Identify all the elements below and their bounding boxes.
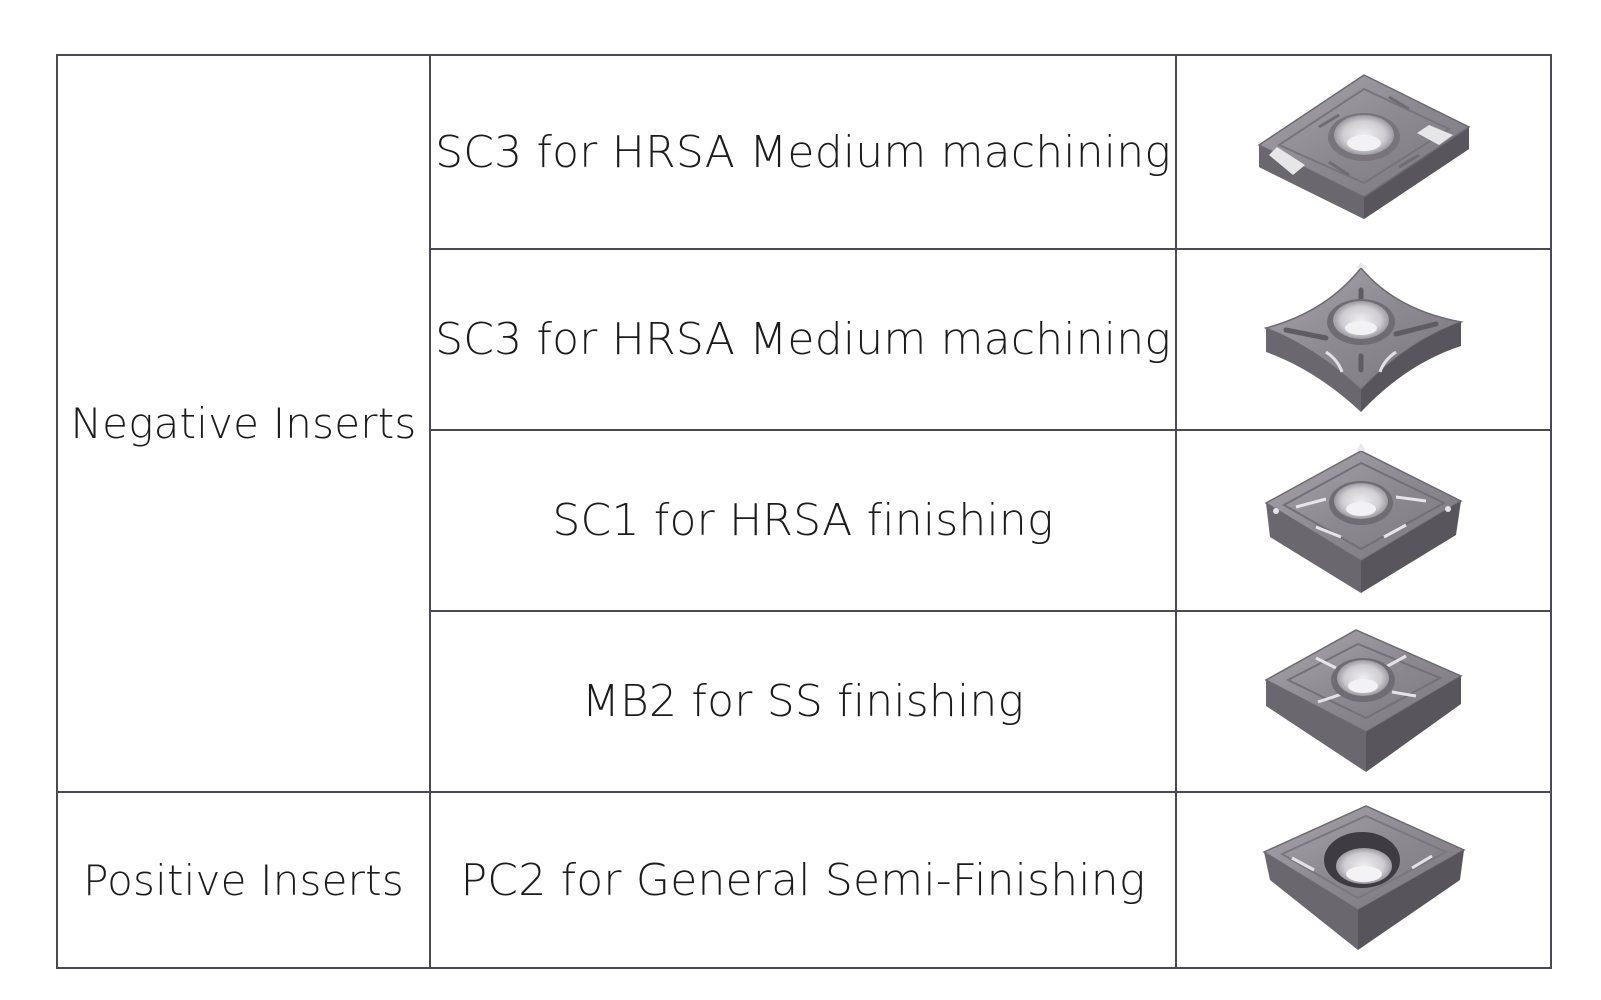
description-cell: MB2 for SS finishing [429,610,1177,794]
image-cell [1175,429,1552,613]
description-label: SC3 for HRSA Medium machining [435,314,1171,366]
image-cell [1175,610,1552,794]
description-cell: SC1 for HRSA finishing [429,429,1177,613]
description-cell: SC3 for HRSA Medium machining [429,53,1177,251]
table-row: Positive Inserts PC2 for General Semi-Fi… [56,791,1552,969]
table-row: MB2 for SS finishing [57,610,1552,794]
category-cell-positive: Positive Inserts [56,791,431,969]
image-cell [1175,53,1552,251]
image-cell [1175,248,1552,432]
square-insert-sc1-icon [1264,442,1463,593]
description-label: SC3 for HRSA Medium machining [435,126,1171,178]
description-label: MB2 for SS finishing [581,676,1025,728]
square-insert-mb2-icon [1264,628,1463,772]
square-insert-sc3-icon [1257,74,1470,220]
table-row: SC1 for HRSA finishing [57,429,1552,613]
square-insert-sc3-concave-icon [1263,261,1464,412]
description-label: SC1 for HRSA finishing [552,495,1054,547]
category-label: Positive Inserts [83,855,404,905]
rhombic-insert-pc2-icon [1262,805,1466,951]
description-label: PC2 for General Semi-Finishing [460,854,1146,906]
insert-table: Negative Inserts SC3 for HRSA Medium mac… [56,53,1552,969]
category-cell-negative: Negative Inserts [56,53,431,794]
category-label: Negative Inserts [70,399,417,449]
table-row: Negative Inserts SC3 for HRSA Medium mac… [56,53,1552,794]
table-row: SC3 for HRSA Medium machining [57,248,1552,432]
image-cell [1175,791,1552,969]
description-cell: PC2 for General Semi-Finishing [429,791,1177,969]
description-cell: SC3 for HRSA Medium machining [429,248,1177,432]
